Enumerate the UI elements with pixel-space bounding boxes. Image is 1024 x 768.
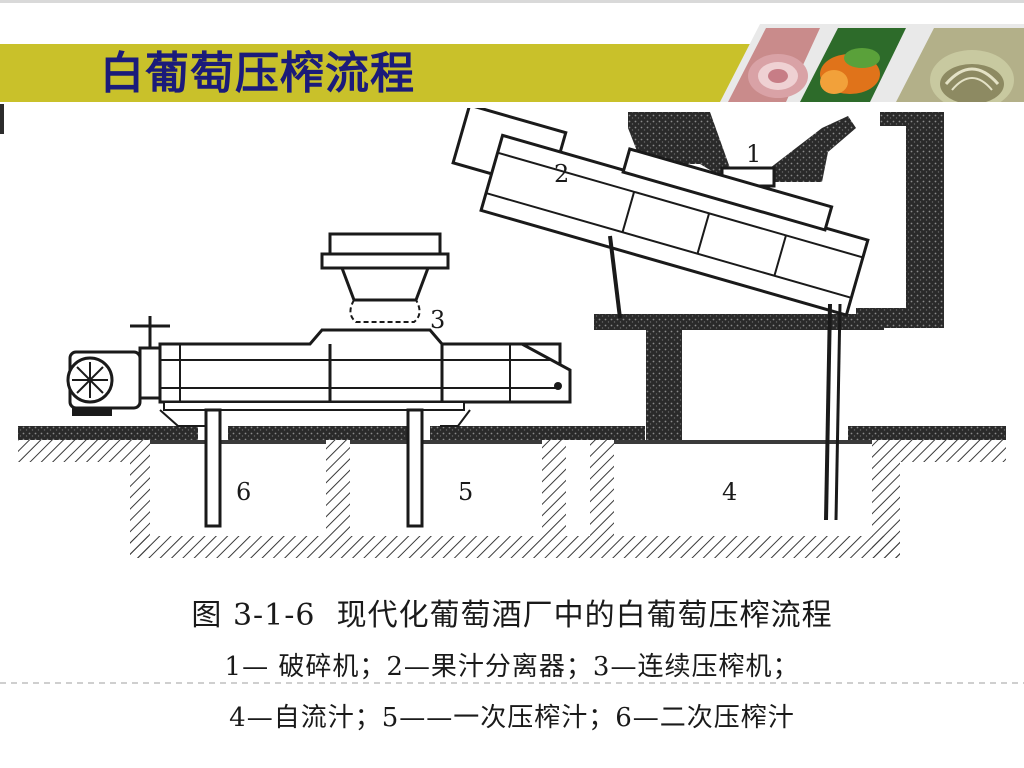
continuous-press-3 <box>158 328 572 411</box>
scan-artifact-line <box>0 682 1024 684</box>
press-hopper-3 <box>320 232 450 323</box>
label-5: 5 <box>458 478 473 506</box>
press-legs <box>159 408 471 528</box>
juice-separator-2 <box>451 108 870 317</box>
label-1: 1 <box>746 140 761 168</box>
label-3: 3 <box>430 306 445 334</box>
figure-legend-line-1: 1— 破碎机；2—果汁分离器；3—连续压榨机； <box>224 652 800 682</box>
press-motor <box>66 316 170 416</box>
figure-legend-line-2: 4—自流汁；5——一次压榨汁；6—二次压榨汁 <box>229 703 795 733</box>
label-6: 6 <box>236 478 251 506</box>
top-border <box>0 0 1024 3</box>
juice-pits <box>18 440 1006 558</box>
label-4: 4 <box>722 478 737 506</box>
support-structure <box>594 112 944 440</box>
vegetable-photo-decoration <box>720 24 1024 102</box>
press-process-diagram: 1 2 3 4 5 6 <box>18 108 1006 558</box>
left-edge-mark <box>0 104 4 134</box>
figure-caption-title: 图 3-1-6 现代化葡萄酒厂中的白葡萄压榨流程 <box>191 598 833 633</box>
slide-title: 白葡萄压榨流程 <box>100 48 415 99</box>
label-2: 2 <box>554 160 569 188</box>
floor-slab <box>18 426 1006 440</box>
